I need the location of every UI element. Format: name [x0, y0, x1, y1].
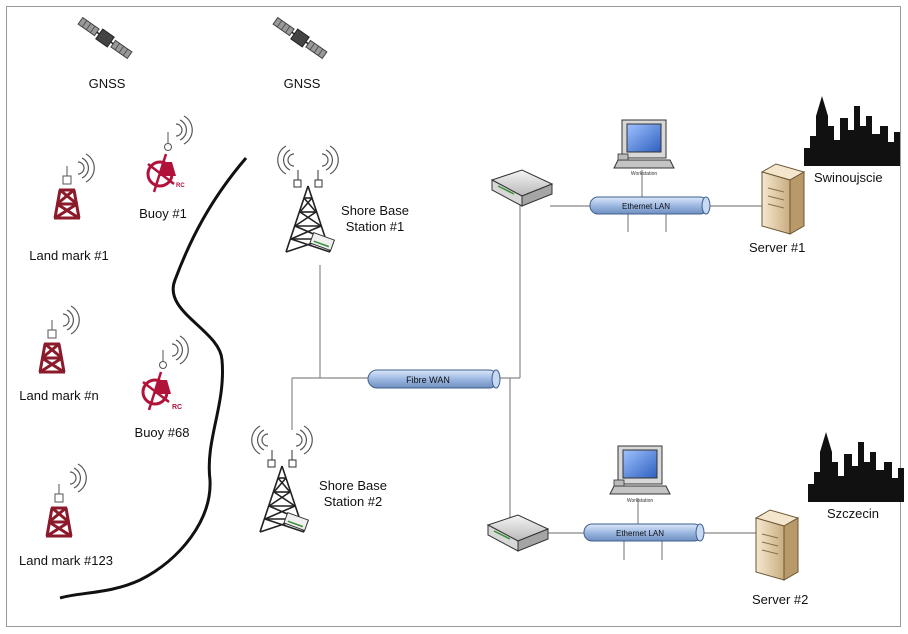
station-label-line2: Station #2 — [323, 494, 383, 509]
ethernet-lan-bus: Ethernet LAN — [589, 196, 711, 215]
landmark-label: Land mark #123 — [19, 553, 113, 568]
server-icon — [755, 509, 799, 581]
diagram-frame — [6, 6, 901, 627]
shore-station-tower-icon — [251, 425, 313, 533]
buoy-mark: RC — [176, 183, 185, 189]
city-label: Swinoujscie — [814, 170, 883, 185]
workstation-label: Workstation — [627, 498, 654, 504]
landmark-tower-icon — [37, 305, 80, 374]
landmark-tower-icon — [52, 153, 95, 220]
buoy-label: Buoy #68 — [134, 425, 190, 440]
workstation-icon — [613, 119, 675, 169]
city-skyline-icon — [804, 96, 900, 166]
server-label: Server #1 — [749, 240, 806, 255]
router-icon — [487, 514, 549, 552]
fibre-wan-label: Fibre WAN — [406, 375, 450, 385]
network-links — [291, 170, 762, 560]
station-label-line2: Station #1 — [345, 219, 405, 234]
buoy-mark: RC — [172, 404, 182, 411]
coastline — [59, 157, 248, 600]
ethernet-lan-bus: Ethernet LAN — [583, 523, 705, 542]
landmark-label: Land mark #1 — [29, 248, 109, 263]
city-label: Szczecin — [827, 506, 880, 521]
station-label-line1: Shore Base — [319, 478, 387, 493]
workstation-label: Workstation — [631, 171, 658, 177]
workstation-icon — [609, 445, 671, 495]
station-label-line1: Shore Base — [341, 203, 409, 218]
server-icon — [761, 163, 805, 235]
shore-station-tower-icon — [277, 145, 339, 253]
city-skyline-icon — [808, 432, 904, 502]
ethernet-lan-label: Ethernet LAN — [622, 202, 670, 211]
ethernet-lan-label: Ethernet LAN — [616, 529, 664, 538]
router-icon — [491, 169, 553, 207]
buoy-label: Buoy #1 — [139, 206, 187, 221]
fibre-wan-bus: Fibre WAN — [367, 369, 501, 389]
satellite-icon — [272, 16, 328, 60]
server-label: Server #2 — [752, 592, 809, 607]
buoy-icon — [146, 115, 193, 194]
satellite-icon — [77, 16, 133, 60]
buoy-icon — [141, 335, 189, 412]
satellite-label: GNSS — [283, 76, 321, 91]
landmark-label: Land mark #n — [19, 388, 99, 403]
satellite-label: GNSS — [88, 76, 126, 91]
landmark-tower-icon — [44, 463, 87, 538]
